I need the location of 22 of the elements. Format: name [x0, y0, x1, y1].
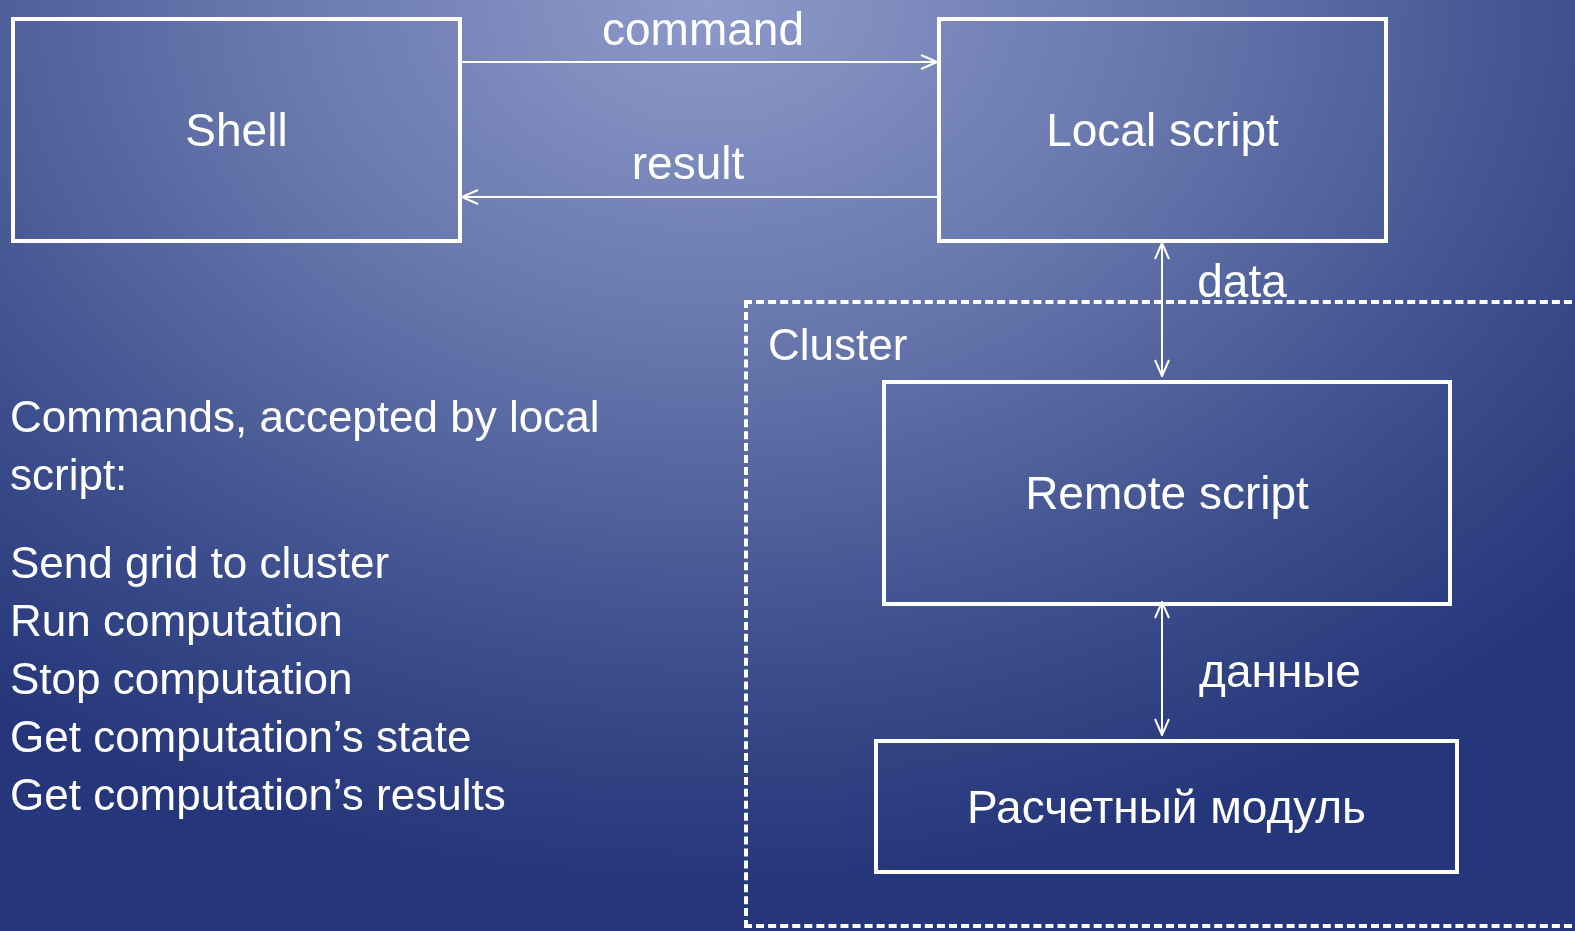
arrow — [1154, 242, 1170, 377]
box-label: Remote script — [1025, 466, 1309, 520]
process-box — [937, 17, 1388, 243]
process-box — [874, 739, 1459, 874]
list-item: Get computation’s state — [10, 711, 473, 763]
list-item: Stop computation — [10, 653, 354, 705]
process-box — [882, 380, 1452, 606]
arrow — [461, 189, 938, 205]
arrow — [461, 54, 938, 70]
process-box — [11, 17, 462, 243]
box-label: Shell — [185, 103, 288, 157]
note-heading: Commands, accepted by local script: — [10, 391, 601, 501]
edge-label: command — [602, 6, 804, 52]
edge-label: data — [1197, 258, 1287, 304]
arrow — [1154, 601, 1170, 736]
region-title: Cluster — [768, 320, 908, 370]
box-label: Расчетный модуль — [966, 779, 1367, 834]
list-item: Get computation’s results — [10, 769, 507, 821]
list-item: Run computation — [10, 595, 344, 647]
list-item: Send grid to cluster — [10, 537, 391, 589]
edge-label: result — [631, 140, 745, 186]
box-label: Local script — [1046, 103, 1279, 157]
